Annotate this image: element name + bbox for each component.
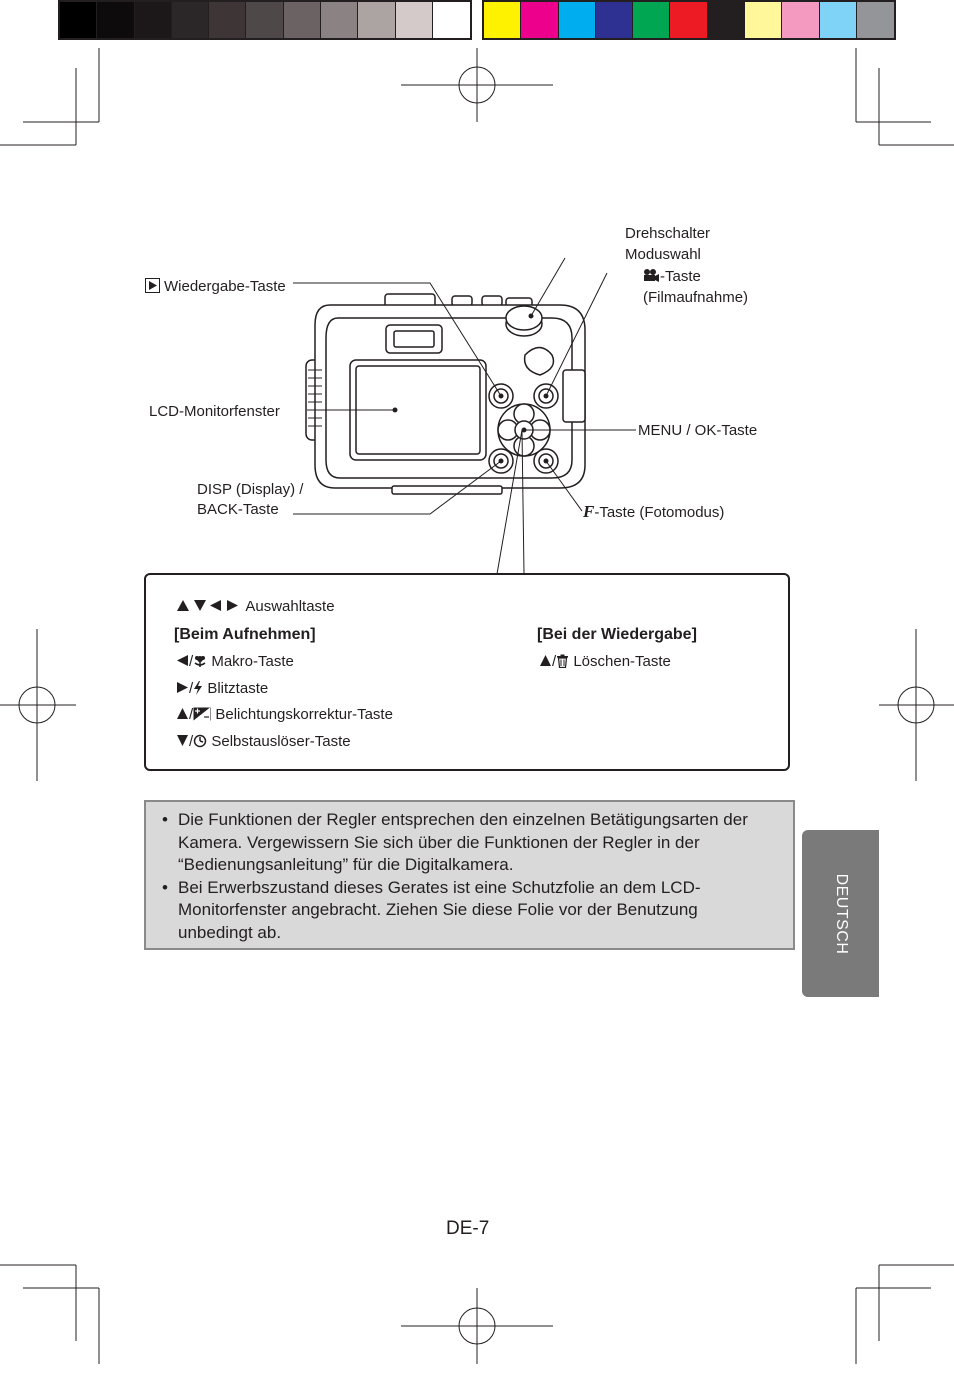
trash-icon — [557, 654, 569, 668]
page-number: DE-7 — [446, 1218, 490, 1239]
legend-loeschen: / Löschen-Taste — [539, 652, 671, 672]
callout-movie-taste-label: -Taste — [660, 268, 701, 285]
macro-flower-icon — [194, 655, 206, 667]
bullet: • — [162, 810, 168, 829]
legend-makro: / Makro-Taste — [176, 652, 294, 672]
callout-f-taste: F-Taste (Fotomodus) — [583, 501, 724, 523]
left-arrow-icon — [177, 655, 188, 667]
callout-lcd: LCD-Monitorfenster — [149, 403, 280, 420]
down-arrow-icon — [177, 735, 188, 747]
camera-back-illustration — [293, 257, 636, 575]
color-swatch — [670, 2, 708, 38]
bullet: • — [162, 877, 168, 897]
color-swatch — [358, 2, 396, 38]
color-swatch — [246, 2, 284, 38]
legend-selbstausloeser: / Selbstauslöser-Taste — [176, 732, 351, 752]
color-swatch — [819, 2, 857, 38]
note-text: Die Funktionen der Regler entsprechen de… — [178, 810, 748, 874]
self-timer-icon — [193, 734, 207, 747]
callout-wiedergabe: Wiedergabe-Taste — [145, 276, 286, 297]
color-swatch — [744, 2, 783, 38]
flash-icon — [194, 680, 203, 695]
color-swatch — [782, 2, 820, 38]
legend-loeschen-label: Löschen-Taste — [573, 653, 671, 670]
color-swatch — [171, 2, 210, 38]
color-swatch — [320, 2, 359, 38]
legend-selbstausloeser-label: Selbstauslöser-Taste — [211, 733, 351, 750]
legend-auswahl-label: Auswahltaste — [245, 598, 335, 615]
up-arrow-icon — [177, 708, 188, 720]
play-icon — [145, 278, 160, 294]
callout-filmaufnahme: (Filmaufnahme) — [643, 289, 749, 306]
color-swatch — [134, 2, 172, 38]
color-swatch — [558, 2, 596, 38]
legend-blitz-label: Blitztaste — [207, 680, 269, 697]
callout-movie-taste: -Taste — [643, 266, 701, 287]
up-arrow-icon — [540, 655, 551, 667]
callout-disp-line1: DISP (Display) / — [197, 481, 304, 498]
legend-auswahl: Auswahltaste — [176, 597, 335, 617]
legend-heading-wiedergabe: [Bei der Wiedergabe] — [537, 626, 697, 643]
exposure-compensation-icon — [193, 707, 211, 721]
legend-belichtung: / Belichtungskorrektur-Taste — [176, 705, 393, 725]
callout-menu-ok: MENU / OK-Taste — [638, 422, 758, 439]
color-swatch — [484, 2, 522, 38]
note-box: • Die Funktionen der Regler entsprechen … — [144, 800, 795, 950]
movie-camera-icon — [644, 269, 659, 283]
color-swatch — [707, 2, 745, 38]
callout-disp-line2: BACK-Taste — [197, 501, 279, 518]
color-swatch — [856, 2, 895, 38]
f-mode-icon: F — [583, 502, 595, 521]
callout-drehschalter: Drehschalter — [625, 225, 711, 242]
note-text: Bei Erwerbszustand dieses Gerates ist ei… — [178, 877, 701, 942]
language-tab-label: DEUTSCH — [832, 873, 850, 954]
legend-box: Auswahltaste [Beim Aufnehmen] [Bei der W… — [144, 573, 790, 771]
legend-blitz: / Blitztaste — [176, 679, 268, 699]
color-swatch — [209, 2, 247, 38]
color-swatch — [595, 2, 634, 38]
legend-makro-label: Makro-Taste — [211, 653, 294, 670]
right-arrow-icon — [177, 682, 188, 694]
color-swatch — [633, 2, 671, 38]
color-swatch — [97, 2, 135, 38]
callout-wiedergabe-label: Wiedergabe-Taste — [164, 278, 286, 295]
note-item: • Die Funktionen der Regler entsprechen … — [146, 809, 758, 877]
legend-heading-aufnehmen: [Beim Aufnehmen] — [174, 626, 316, 643]
arrow-keys-icon — [177, 600, 238, 612]
callout-moduswahl: Moduswahl — [625, 246, 701, 263]
color-swatch — [60, 2, 98, 38]
process-color-bar — [482, 0, 896, 40]
color-swatch — [395, 2, 433, 38]
color-swatch — [521, 2, 559, 38]
color-swatch — [432, 2, 471, 38]
grayscale-color-bar — [58, 0, 472, 40]
legend-belichtung-label: Belichtungskorrektur-Taste — [215, 706, 393, 723]
note-item: • Bei Erwerbszustand dieses Gerates ist … — [146, 877, 758, 945]
language-tab: DEUTSCH — [802, 830, 879, 997]
color-swatch — [283, 2, 321, 38]
callout-f-taste-label: -Taste (Fotomodus) — [594, 504, 725, 521]
